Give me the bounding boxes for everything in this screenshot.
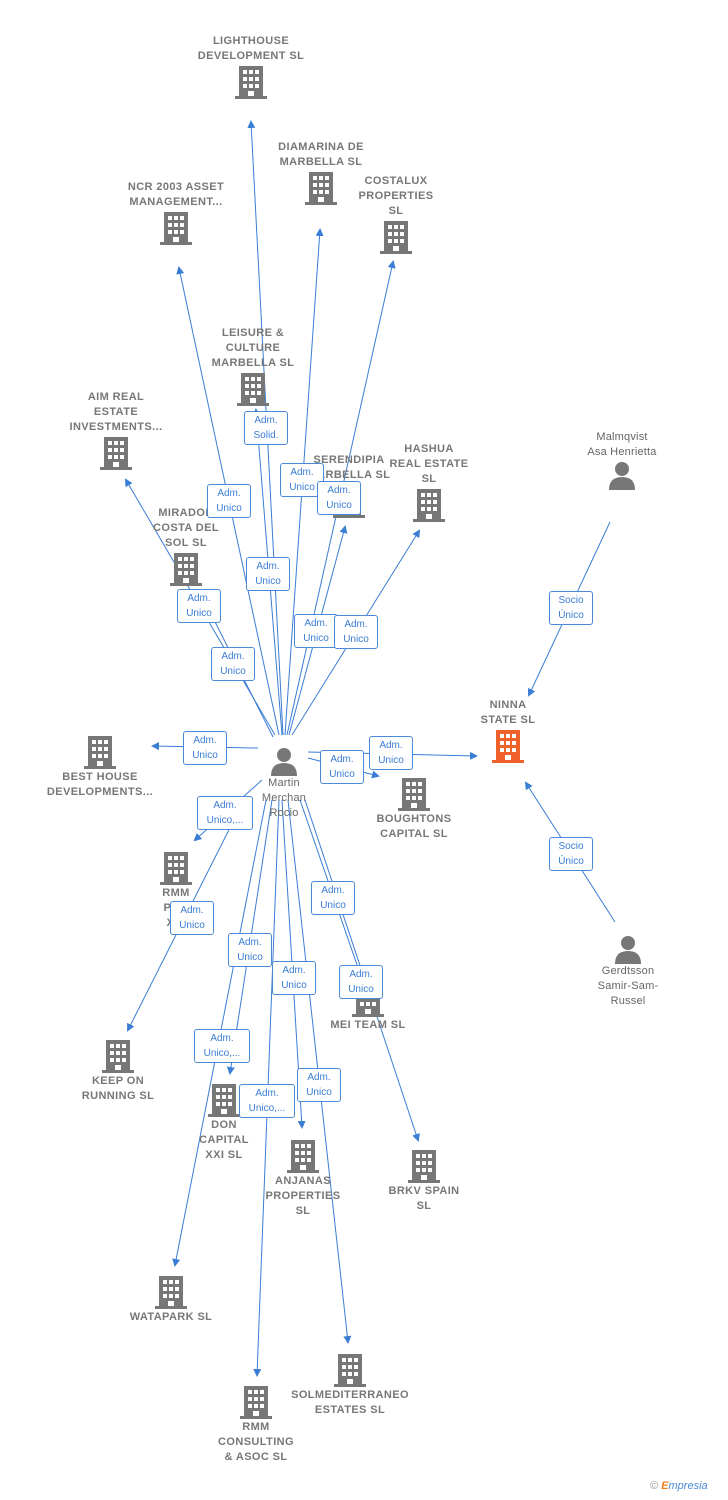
company-label: BOUGHTONS CAPITAL SL	[376, 813, 452, 840]
person-malmqvist[interactable]: Malmqvist Asa Henrietta	[552, 430, 692, 490]
company-leisure[interactable]: LEISURE & CULTURE MARBELLA SL	[183, 326, 323, 407]
role-badge[interactable]: Adm. Unico	[339, 965, 383, 999]
role-badge[interactable]: Adm. Unico	[320, 750, 364, 784]
building-icon	[84, 736, 116, 769]
role-badge[interactable]: Adm. Unico	[170, 901, 214, 935]
company-label: BEST HOUSE DEVELOPMENTS...	[46, 771, 154, 798]
person-martin[interactable]: Martin Merchan Rocio	[214, 746, 354, 821]
person-label: Malmqvist Asa Henrietta	[587, 431, 657, 458]
building-icon	[492, 730, 524, 763]
company-label: MEI TEAM SL	[330, 1019, 406, 1031]
company-label: DIAMARINA DE MARBELLA SL	[278, 141, 364, 168]
company-hashua[interactable]: HASHUA REAL ESTATE SL	[359, 442, 499, 523]
role-badge[interactable]: Adm. Unico	[294, 614, 338, 648]
company-lighthouse[interactable]: LIGHTHOUSE DEVELOPMENT SL	[181, 34, 321, 100]
company-best-house[interactable]: BEST HOUSE DEVELOPMENTS...	[30, 734, 170, 800]
company-label: COSTALUX PROPERTIES SL	[358, 175, 434, 217]
building-icon	[413, 489, 445, 522]
role-badge[interactable]: Adm. Unico	[280, 463, 324, 497]
role-badge[interactable]: Adm. Unico,...	[194, 1029, 250, 1063]
role-badge[interactable]: Adm. Unico	[311, 881, 355, 915]
company-solmed[interactable]: SOLMEDITERRANEO ESTATES SL	[280, 1352, 420, 1418]
company-label: SERENDIPIA MARBELLA SL	[307, 454, 391, 481]
company-label: HASHUA REAL ESTATE SL	[389, 443, 469, 485]
company-label: BRKV SPAIN SL	[388, 1185, 460, 1212]
role-badge[interactable]: Adm. Unico	[211, 647, 255, 681]
role-badge[interactable]: Adm. Unico	[177, 589, 221, 623]
building-icon	[398, 778, 430, 811]
company-aim[interactable]: AIM REAL ESTATE INVESTMENTS...	[46, 390, 186, 471]
socio-badge[interactable]: Socio Único	[549, 837, 593, 871]
person-icon	[615, 936, 641, 964]
company-costalux[interactable]: COSTALUX PROPERTIES SL	[326, 174, 466, 255]
company-label: KEEP ON RUNNING SL	[81, 1075, 155, 1102]
role-badge[interactable]: Adm. Unico	[228, 933, 272, 967]
brand-logo: © Empresia	[650, 1480, 708, 1492]
role-badge[interactable]: Adm. Unico	[207, 484, 251, 518]
company-label: LIGHTHOUSE DEVELOPMENT SL	[197, 35, 305, 62]
person-label: Gerdtsson Samir-Sam-Russel	[597, 965, 659, 1007]
role-badge[interactable]: Adm. Unico	[317, 481, 361, 515]
person-gerdtsson[interactable]: Gerdtsson Samir-Sam-Russel	[558, 934, 698, 1009]
building-icon	[240, 1386, 272, 1419]
company-label: WATAPARK SL	[129, 1311, 213, 1323]
company-label: RMM CONSULTING & ASOC SL	[218, 1421, 294, 1463]
company-boughtons[interactable]: BOUGHTONS CAPITAL SL	[344, 776, 484, 842]
company-ncr[interactable]: NCR 2003 ASSET MANAGEMENT...	[106, 180, 246, 246]
building-icon	[287, 1140, 319, 1173]
company-diamarina[interactable]: DIAMARINA DE MARBELLA SL	[251, 140, 391, 206]
building-icon	[160, 852, 192, 885]
building-icon	[100, 437, 132, 470]
role-badge[interactable]: Adm. Unico	[183, 731, 227, 765]
company-rmm-consulting[interactable]: RMM CONSULTING & ASOC SL	[186, 1384, 326, 1465]
role-badge[interactable]: Adm. Unico	[334, 615, 378, 649]
company-label: NINNA STATE SL	[480, 699, 536, 726]
building-icon	[408, 1150, 440, 1183]
role-badge[interactable]: Adm. Unico	[272, 961, 316, 995]
role-badge[interactable]: Adm. Unico	[369, 736, 413, 770]
building-icon	[380, 221, 412, 254]
company-anjanas[interactable]: ANJANAS PROPERTIES SL	[233, 1138, 373, 1219]
person-label: Martin Merchan Rocio	[261, 777, 307, 819]
role-badge[interactable]: Adm. Unico	[246, 557, 290, 591]
person-icon	[609, 462, 635, 490]
building-icon	[334, 1354, 366, 1387]
role-badge[interactable]: Adm. Solid.	[244, 411, 288, 445]
role-badge[interactable]: Adm. Unico,...	[239, 1084, 295, 1118]
company-watapark[interactable]: WATAPARK SL	[101, 1274, 241, 1325]
company-label: AIM REAL ESTATE INVESTMENTS...	[69, 391, 163, 433]
building-icon	[170, 553, 202, 586]
role-badge[interactable]: Adm. Unico	[297, 1068, 341, 1102]
company-label: LEISURE & CULTURE MARBELLA SL	[211, 327, 295, 369]
building-icon	[235, 66, 267, 99]
building-icon	[208, 1084, 240, 1117]
role-badge[interactable]: Adm. Unico,...	[197, 796, 253, 830]
building-icon	[305, 172, 337, 205]
building-icon	[155, 1276, 187, 1309]
company-label: DON CAPITAL XXI SL	[199, 1119, 249, 1161]
company-label: MIRADOR COSTA DEL SOL SL	[153, 507, 219, 549]
company-keep-on[interactable]: KEEP ON RUNNING SL	[48, 1038, 188, 1104]
company-mirador[interactable]: MIRADOR COSTA DEL SOL SL	[116, 506, 256, 587]
building-icon	[237, 373, 269, 406]
company-don-capital[interactable]: DON CAPITAL XXI SL	[154, 1082, 294, 1163]
building-icon	[102, 1040, 134, 1073]
company-ninna[interactable]: NINNA STATE SL	[438, 698, 578, 764]
company-label: NCR 2003 ASSET MANAGEMENT...	[127, 181, 225, 208]
socio-badge[interactable]: Socio Único	[549, 591, 593, 625]
building-icon	[160, 212, 192, 245]
person-icon	[271, 748, 297, 776]
company-brkv[interactable]: BRKV SPAIN SL	[354, 1148, 494, 1214]
company-label: SOLMEDITERRANEO ESTATES SL	[291, 1389, 409, 1416]
company-label: ANJANAS PROPERTIES SL	[265, 1175, 341, 1217]
